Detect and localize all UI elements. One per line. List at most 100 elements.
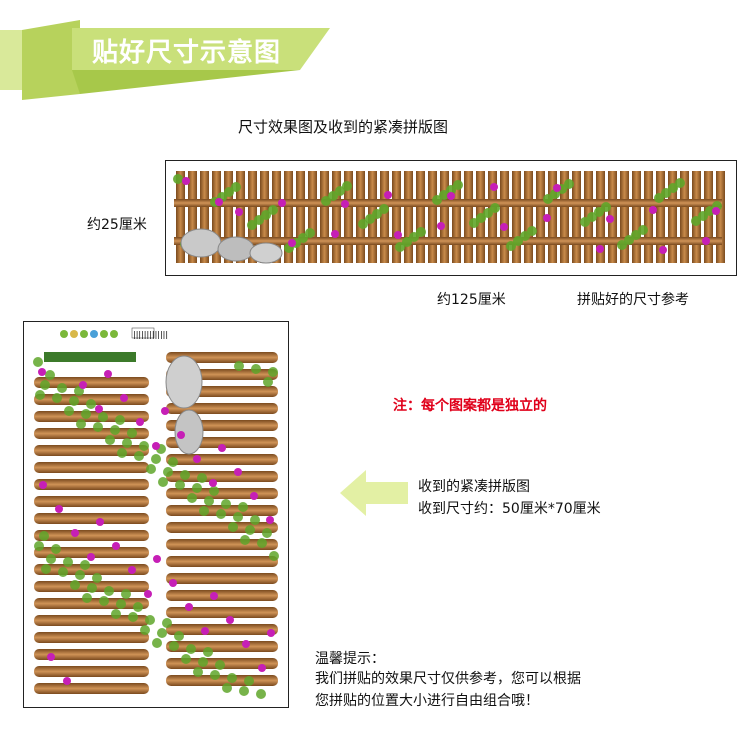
leaf [222, 683, 232, 693]
tip-line-2: 您拼贴的位置大小进行自由组合哦！ [315, 693, 539, 709]
flower [226, 616, 234, 624]
flower [136, 418, 144, 426]
leaf [564, 179, 574, 189]
leaf [661, 188, 671, 198]
leaf [698, 211, 708, 221]
flower [96, 518, 104, 526]
leaf [215, 660, 225, 670]
fence-picket [488, 171, 497, 263]
fence-picket [656, 171, 665, 263]
leaf [35, 390, 45, 400]
leaf [128, 612, 138, 622]
leaf [199, 506, 209, 516]
leaf [139, 441, 149, 451]
board [166, 454, 278, 465]
board [34, 513, 149, 524]
fence-picket [296, 171, 305, 263]
barcode: ||||||||||||| [133, 330, 168, 339]
leaf [705, 206, 715, 216]
leaf [601, 202, 611, 212]
board [166, 607, 278, 618]
leaf [92, 573, 102, 583]
leaf [247, 220, 257, 230]
leaf [321, 196, 331, 206]
flower [215, 198, 223, 206]
fence-picket [212, 171, 221, 263]
board [34, 411, 149, 422]
leaf [181, 654, 191, 664]
leaf [453, 180, 463, 190]
flower [553, 184, 561, 192]
leaf [34, 541, 44, 551]
leaf [121, 589, 131, 599]
width-label: 约125厘米 [437, 292, 506, 308]
height-label: 约25厘米 [87, 217, 147, 233]
leaf [210, 670, 220, 680]
flower [169, 579, 177, 587]
leaf [93, 422, 103, 432]
flower [234, 468, 242, 476]
leaf [51, 544, 61, 554]
reference-label: 拼贴好的尺寸参考 [577, 292, 689, 308]
leaf [227, 673, 237, 683]
board [166, 488, 278, 499]
leaf [163, 467, 173, 477]
flower [39, 481, 47, 489]
leaf [168, 457, 178, 467]
leaf [127, 428, 137, 438]
leaf [251, 364, 261, 374]
leaf [116, 599, 126, 609]
leaf [228, 522, 238, 532]
flower [79, 381, 87, 389]
board [166, 641, 278, 652]
leaf [654, 193, 664, 203]
leaf [240, 535, 250, 545]
leaf [221, 499, 231, 509]
leaf [520, 231, 530, 241]
flower [266, 516, 274, 524]
leaf [476, 213, 486, 223]
leaf [146, 464, 156, 474]
flower [331, 230, 339, 238]
fence-picket [704, 171, 713, 263]
tip-line-1: 我们拼贴的效果尺寸仅供参考，您可以根据 [315, 671, 581, 687]
flower [55, 505, 63, 513]
fence-picket [176, 171, 185, 263]
leaf [169, 641, 179, 651]
board [34, 496, 149, 507]
leaf [675, 178, 685, 188]
leaf [140, 625, 150, 635]
page-title: 贴好尺寸示意图 [92, 38, 282, 68]
note-independent: 注：每个图案都是独立的 [393, 398, 547, 414]
leaf [158, 477, 168, 487]
flower [120, 394, 128, 402]
fence-picket [320, 171, 329, 263]
leaf [173, 174, 183, 184]
fence-picket [512, 171, 521, 263]
board [34, 666, 149, 677]
leaf [104, 586, 114, 596]
leaf [117, 448, 127, 458]
flower [182, 177, 190, 185]
leaf [87, 583, 97, 593]
fence-picket [464, 171, 473, 263]
leaf [75, 570, 85, 580]
flower [490, 183, 498, 191]
leaf [402, 237, 412, 247]
flower [250, 492, 258, 500]
leaf [41, 564, 51, 574]
board [166, 556, 278, 567]
board [34, 530, 149, 541]
fence-picket [680, 171, 689, 263]
leaf [180, 470, 190, 480]
fence-illustration [173, 171, 725, 264]
leaf [80, 560, 90, 570]
leaf [187, 493, 197, 503]
leaf [239, 686, 249, 696]
flower [384, 191, 392, 199]
leaf [432, 195, 442, 205]
leaf [224, 187, 234, 197]
layout-title: 收到的紧凑拼版图 [418, 479, 530, 495]
leaf [250, 515, 260, 525]
flower [288, 239, 296, 247]
